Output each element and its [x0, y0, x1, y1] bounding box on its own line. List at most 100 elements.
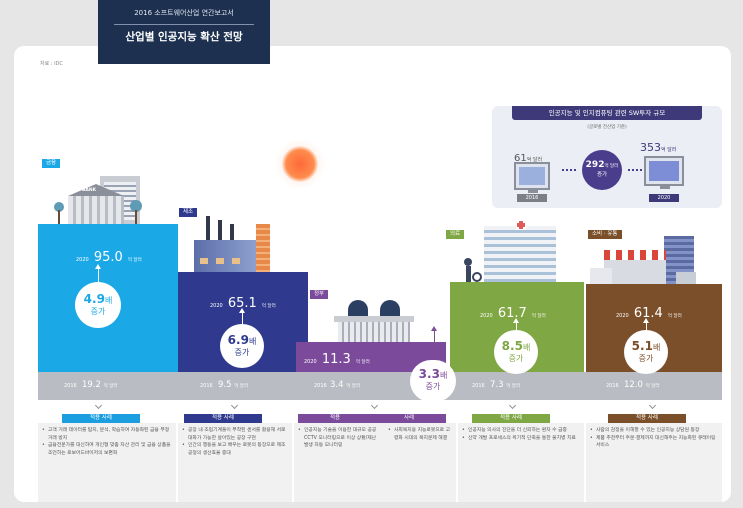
monitor-2020-icon: [644, 156, 684, 189]
manufacturing-case-item: 공장 내 조립기계들이 부착된 센서를 활용해 서로 대화가 가능한 살아있는 …: [182, 427, 287, 442]
healthcare-cases-list: 인공지능 의사의 진단을 더 신뢰하는 환자 수 급증 신약 개발 프로세스의 …: [458, 423, 584, 502]
healthcare-growth-unit: 배: [522, 343, 531, 352]
healthcare-value-2020: 61.7: [497, 306, 527, 321]
source-note: 자료 : IDC: [40, 61, 63, 67]
sector-tag-retail: 소비 · 유통: [588, 230, 622, 239]
finance-case-item: 금융전문가를 대신하여 개인형 맞춤 자산 관리 및 금융 상품을 조언하는 로…: [42, 442, 171, 457]
manufacturing-year-2016: 2016: [200, 383, 213, 389]
bank-building-icon: BANK: [54, 176, 154, 224]
finance-growth-value: 4.9: [83, 292, 105, 306]
healthcare-growth-value: 8.5: [501, 339, 523, 353]
chevron-down-icon: [508, 401, 517, 410]
government-growth-circle: 3.3배 증가: [410, 360, 456, 402]
government-cases-header-right: 사례: [372, 414, 446, 423]
healthcare-growth-arrow: [513, 318, 519, 330]
sector-panel-retail: 2020 61.4 억 달러 5.1배 증가: [586, 284, 722, 374]
government-growth-arrow: [431, 326, 437, 344]
chevron-down-icon: [648, 401, 657, 410]
manufacturing-case-item: 인간의 행동을 보고 배우는 로봇의 등장으로 제조공정의 생산효율 증대: [182, 442, 287, 457]
manufacturing-year-2020: 2020: [210, 303, 223, 309]
chevron-down-icon: [230, 401, 239, 410]
manufacturing-unit: 억 달러: [261, 304, 276, 309]
monitor-2016-icon: [514, 162, 550, 193]
retail-unit-2016: 억 달러: [645, 384, 660, 389]
healthcare-value-2016: 7.3: [490, 380, 504, 390]
manufacturing-growth-label: 증가: [234, 348, 250, 357]
retail-unit: 억 달러: [667, 314, 682, 319]
retail-cases-list: 사람의 감정을 이해할 수 있는 인공지능 상담원 등장 제품 추천부터 주문·…: [586, 423, 722, 502]
inset-increase-value: 292: [585, 160, 605, 170]
finance-year-2020: 2020: [76, 257, 89, 263]
government-growth-label: 증가: [425, 382, 441, 391]
inset-year-2016: 2016: [517, 194, 547, 202]
government-growth-value: 3.3: [418, 367, 440, 381]
sector-tag-manufacturing: 제조: [179, 208, 198, 217]
healthcare-cases-header: 적용 사례: [472, 414, 550, 423]
government-cases-header-left: 적용: [298, 414, 372, 423]
healthcare-year-2020: 2020: [480, 313, 493, 319]
monitor-stand: [528, 190, 538, 193]
monitor-screen: [649, 161, 679, 181]
government-cases-list-right: 사회복지용 지능로봇으로 고령화 시대의 복지문제 해결: [384, 423, 456, 502]
manufacturing-growth-unit: 배: [248, 337, 257, 346]
finance-growth-label: 증가: [90, 307, 106, 316]
retail-value-2020: 61.4: [633, 306, 663, 321]
government-building-icon: [324, 300, 424, 342]
banner-divider: [114, 24, 254, 25]
monitor-screen: [519, 167, 545, 185]
sector-tag-government: 정부: [310, 290, 329, 299]
finance-cases-header: 적용 사례: [62, 414, 140, 423]
finance-unit: 억 달러: [127, 258, 142, 263]
chevron-down-icon: [370, 401, 379, 410]
finance-value-2016: 19.2: [82, 380, 101, 390]
sector-tag-finance: 금융: [42, 159, 61, 168]
manufacturing-cases-header: 적용 사례: [184, 414, 262, 423]
healthcare-growth-label: 증가: [508, 354, 524, 363]
inset-2020-unit: 억 달러: [661, 147, 677, 153]
dotted-connector-left: [562, 169, 576, 171]
report-banner: 2016 소프트웨어산업 연간보고서 산업별 인공지능 확산 전망: [98, 0, 270, 64]
sun-icon: [282, 146, 318, 182]
finance-cases-list: 고객 거래 데이터를 탐지, 분석, 학습하여 자동화된 금융 부정거래 방지 …: [38, 423, 176, 502]
manufacturing-growth-circle: 6.9배 증가: [220, 324, 264, 368]
government-growth-unit: 배: [439, 371, 448, 380]
healthcare-case-item: 인공지능 의사의 진단을 더 신뢰하는 환자 수 급증: [462, 427, 579, 435]
inset-year-2020: 2020: [649, 194, 679, 202]
government-value-2016: 3.4: [330, 380, 344, 390]
sector-panel-manufacturing: 2020 65.1 억 달러 6.9배 증가: [178, 272, 308, 372]
government-value-2020: 11.3: [321, 352, 351, 367]
manufacturing-unit-2016: 억 달러: [234, 384, 249, 389]
government-case-item: 인공지능 기술을 이용한 대규모 공공 CCTV 모니터링으로 이상 상황/재난…: [298, 427, 379, 450]
retail-growth-label: 증가: [638, 354, 654, 363]
manufacturing-value-2016: 9.5: [218, 380, 232, 390]
government-cases-list-left: 인공지능 기술을 이용한 대규모 공공 CCTV 모니터링으로 이상 상황/재난…: [294, 423, 384, 502]
inset-2016-unit: 억 달러: [526, 157, 543, 163]
inset-amount-2020: 353억 달러: [640, 136, 676, 155]
dotted-connector-right: [628, 169, 642, 171]
healthcare-2016-band: 2016 7.3 억 달러: [450, 372, 584, 400]
healthcare-unit-2016: 억 달러: [506, 384, 521, 389]
manufacturing-growth-value: 6.9: [227, 333, 249, 347]
finance-year-2016: 2016: [64, 383, 77, 389]
retail-growth-arrow: [643, 318, 649, 330]
healthcare-case-item: 신약 개발 프로세스의 획기적 단축을 통한 불치병 치료: [462, 435, 579, 443]
retail-growth-value: 5.1: [631, 339, 653, 353]
manufacturing-cases-list: 공장 내 조립기계들이 부착된 센서를 활용해 서로 대화가 가능한 살아있는 …: [178, 423, 292, 502]
sw-investment-inset: 인공지능 및 인지컴퓨팅 관련 SW투자 규모 (글로벌 전산업 기준) 61억…: [492, 106, 722, 208]
retail-case-item: 사람의 감정을 이해할 수 있는 인공지능 상담원 등장: [590, 427, 717, 435]
content-card: 인공지능 및 인지컴퓨팅 관련 SW투자 규모 (글로벌 전산업 기준) 61억…: [14, 46, 731, 502]
hospital-building-icon: [464, 220, 568, 282]
retail-growth-circle: 5.1배 증가: [624, 330, 668, 374]
retail-growth-unit: 배: [652, 343, 661, 352]
retail-value-2016: 12.0: [624, 380, 643, 390]
finance-growth-circle: 4.9배 증가: [75, 282, 121, 328]
healthcare-growth-circle: 8.5배 증가: [494, 330, 538, 374]
manufacturing-value-2020: 65.1: [227, 296, 257, 311]
chevron-down-icon: [94, 401, 103, 410]
finance-2016-band: 2016 19.2 억 달러: [38, 372, 178, 400]
inset-increase-label: 증가: [596, 172, 608, 178]
finance-unit-2016: 억 달러: [103, 384, 118, 389]
retail-building-icon: [590, 236, 700, 284]
inset-increase-unit: 억 달러: [604, 164, 619, 169]
